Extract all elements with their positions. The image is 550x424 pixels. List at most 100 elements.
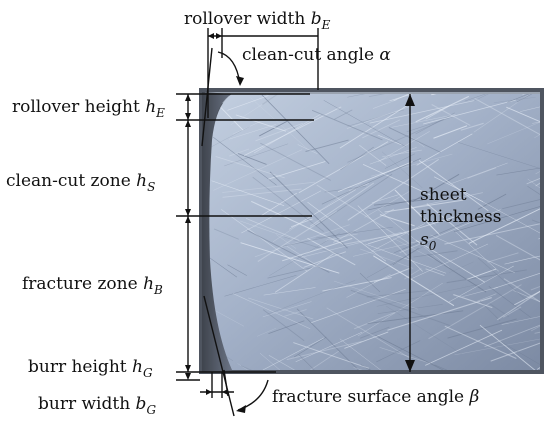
scratch-line [282,237,353,262]
scratch-line [259,352,329,370]
scratch-line [307,201,387,262]
scratch-line [256,327,277,337]
scratch-line [503,306,522,318]
burr-width-dimension [200,372,234,398]
scratch-line [444,222,541,245]
scratch-line [325,233,358,241]
scratch-line [360,248,414,269]
scratch-line [333,280,418,310]
scratch-line [262,301,312,318]
scratch-line [376,283,482,307]
scratch-line [526,175,541,185]
scratch-line [359,326,390,339]
scratch-line [364,190,411,218]
svg-text:thickness: thickness [420,207,502,227]
scratch-line [315,226,393,239]
svg-text:rollover width bE: rollover width bE [184,9,331,32]
scratch-line [275,234,297,249]
scratch-line [346,104,416,129]
scratch-line [247,229,330,273]
scratch-line [311,288,406,324]
scratch-line [298,354,357,370]
scratch-line [394,215,482,254]
scratch-line [291,218,313,228]
scratch-line [209,255,238,278]
scratch-line [479,300,501,322]
scratch-line [344,331,389,349]
scratch-line [362,119,401,139]
scratch-line [284,309,307,317]
scratch-line [296,308,371,370]
scratch-line [268,161,326,180]
scratch-line [357,205,423,272]
svg-text:clean-cut zone hS: clean-cut zone hS [6,171,155,194]
scratch-line [371,223,426,252]
rollover-width-dimension [207,28,319,118]
scratch-line [496,166,541,176]
scratch-line [462,287,498,298]
svg-text:sheet: sheet [420,185,467,205]
scratch-line [372,99,398,109]
scratch-line [446,269,527,284]
scratch-line [297,144,318,154]
scratch-line [298,231,403,259]
scratch-line [464,94,497,102]
scratch-line [262,337,325,370]
scratch-line [453,294,493,309]
scratch-line [240,220,293,240]
scratch-line [233,293,311,329]
scratch-line [465,268,497,281]
scratch-line [220,209,308,272]
scratch-line [241,190,322,234]
scratch-line [222,181,316,193]
scratch-line [415,239,486,283]
scratch-line [213,149,303,191]
sheet-cross-section-photo [199,88,544,374]
scratch-line [379,214,415,227]
scratch-line [412,173,460,202]
scratch-line [359,144,387,166]
scratch-line [373,267,410,283]
svg-text:s0: s0 [420,230,437,253]
scratch-line [347,109,404,127]
scratch-line [381,151,423,189]
scratch-line [309,182,375,227]
surface-scratch-texture [209,94,541,370]
scratch-line [359,272,381,293]
scratch-line [460,122,484,131]
scratch-line [376,340,421,363]
scratch-line [451,162,508,184]
scratch-line [448,265,514,303]
scratch-line [274,253,334,293]
scratch-line [495,234,541,271]
scratch-line [269,232,341,276]
scratch-line [224,143,289,167]
scratch-line [425,105,450,120]
scratch-line [484,308,541,348]
scratch-line [425,268,445,276]
scratch-line [389,94,460,102]
scratch-line [224,274,297,297]
scratch-line [286,340,362,361]
scratch-line [213,137,277,186]
scratch-line [501,311,541,325]
scratch-line [369,100,475,124]
scratch-line [447,318,517,339]
label-burr-width: burr width bG [38,394,156,417]
scratch-line [304,350,339,370]
scratch-line [507,94,541,103]
scratch-line [354,312,396,330]
scratch-line [453,203,541,233]
label-clean-cut-angle: clean-cut angle α [242,45,391,65]
scratch-line [369,147,417,165]
label-sheet-thickness: sheet thickness s0 [420,185,502,253]
scratch-line [366,239,436,278]
scratch-line [418,159,489,212]
scratch-line [311,109,383,141]
scratch-line [393,238,435,260]
scratch-line [461,190,541,235]
scratch-line [262,94,320,105]
scratch-line [353,237,433,257]
scratch-line [423,99,516,125]
scratch-line [227,95,269,111]
